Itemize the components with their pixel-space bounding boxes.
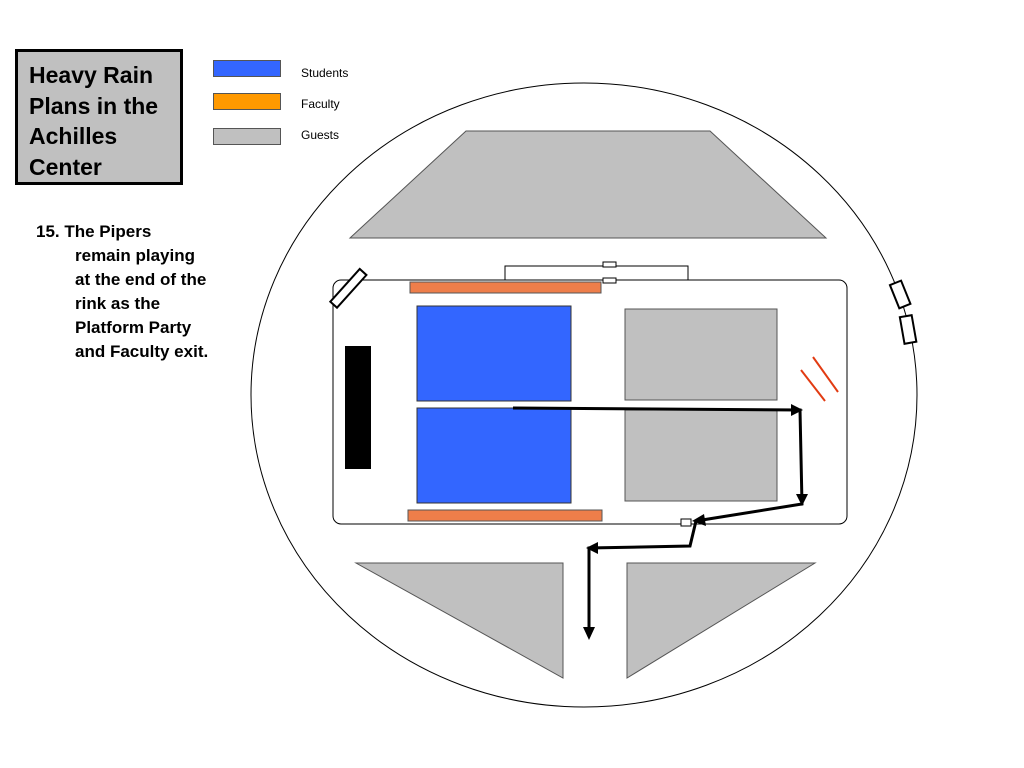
route-arrowhead: [796, 494, 808, 506]
platform: [345, 346, 371, 469]
route-arrowhead: [692, 514, 706, 526]
guest-stand-southwest: [354, 562, 564, 679]
door-marker: [602, 277, 617, 284]
guest-block-bottom: [624, 409, 778, 502]
faculty-row-top: [409, 281, 602, 294]
student-block-bottom: [416, 407, 572, 504]
legend-label-guests: Guests: [301, 128, 340, 142]
step-line-4: rink as the: [75, 294, 161, 313]
route-arrowhead: [583, 627, 595, 640]
door-marker-south: [680, 518, 692, 527]
student-block-top: [416, 305, 572, 402]
guest-stand-southeast: [626, 562, 817, 679]
step-description: 15. The Pipers remain playing at the end…: [36, 220, 256, 364]
door-marker: [602, 261, 617, 268]
guest-stand-north: [348, 130, 828, 239]
title-line-4: Center: [29, 153, 102, 180]
pipers-marker: [812, 356, 839, 393]
legend-swatch-guests: [213, 128, 281, 145]
step-line-1: 15. The Pipers: [36, 222, 152, 241]
step-line-3: at the end of the: [75, 270, 207, 289]
legend-label-students: Students: [301, 66, 349, 80]
legend-swatch-students: [213, 60, 281, 77]
pipers-marker: [800, 369, 826, 402]
arena-outline: [250, 82, 918, 708]
rink-connector: [504, 265, 689, 280]
step-line-5: Platform Party: [75, 318, 192, 337]
door-icon-east-lower: [898, 313, 918, 345]
legend-swatch-faculty: [213, 93, 281, 110]
faculty-row-bottom: [407, 509, 603, 522]
title-box: Heavy Rain Plans in the Achilles Center: [15, 49, 183, 185]
step-line-6: and Faculty exit.: [75, 342, 209, 361]
title-line-3: Achilles: [29, 123, 118, 149]
door-icon-northwest: [328, 267, 368, 310]
door-icon-east-upper: [888, 279, 912, 310]
guest-block-top: [624, 308, 778, 401]
route-arrowhead: [586, 542, 598, 554]
title-line-2: Plans in the: [29, 92, 159, 119]
legend-label-faculty: Faculty: [301, 97, 340, 111]
step-line-2: remain playing: [75, 246, 195, 265]
route-arrowhead: [791, 404, 803, 416]
title-line-1: Heavy Rain: [29, 62, 154, 88]
